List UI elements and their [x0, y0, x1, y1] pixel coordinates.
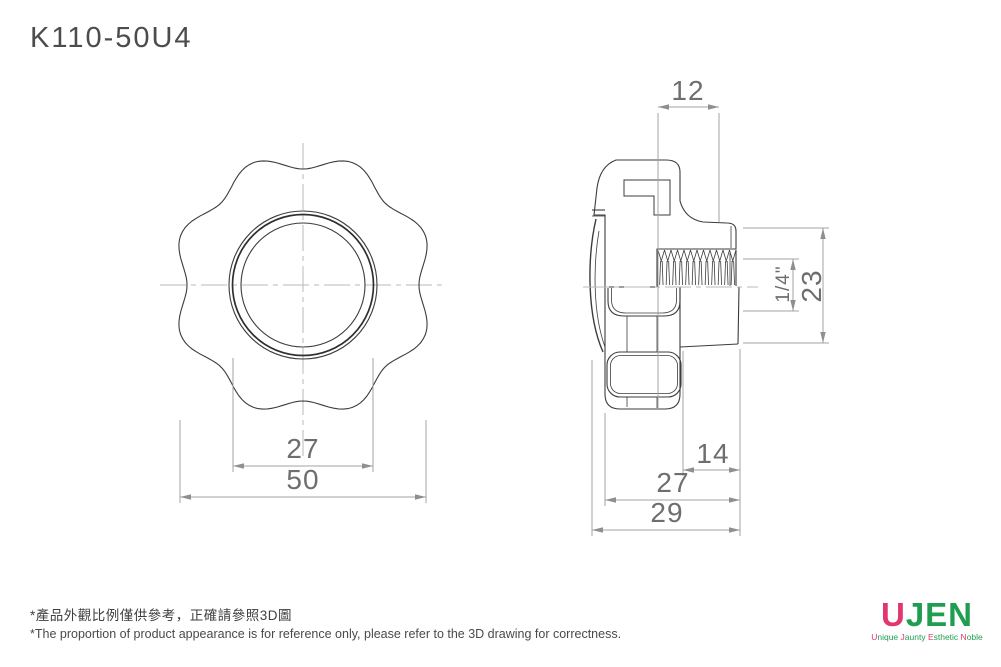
footer-notes: *產品外觀比例僅供參考，正確請參照3D圖 *The proportion of …	[30, 604, 621, 641]
section-hatched-body	[593, 159, 737, 288]
dim-hub-diameter: 27	[286, 433, 320, 464]
front-extension-lines	[179, 358, 427, 503]
part-number-title: K110-50U4	[30, 22, 193, 54]
logo-tagline: Unique Jaunty Esthetic Noble	[871, 632, 983, 642]
logo-wordmark: UJEN	[867, 598, 987, 631]
knob-outline	[178, 160, 428, 410]
logo-letter-u: U	[880, 596, 906, 633]
ujen-logo: UJEN Unique Jaunty Esthetic Noble	[867, 598, 987, 642]
grip-pocket-lower	[606, 351, 682, 398]
grip-pocket-upper-inner	[611, 288, 677, 314]
side-extension-lines	[591, 113, 829, 536]
front-view	[160, 143, 447, 503]
dim-boss-length: 14	[696, 438, 730, 469]
front-dimension-lines	[180, 465, 426, 498]
logo-letters-jen: JEN	[905, 596, 974, 633]
dim-boss-diameter: 23	[796, 269, 827, 303]
face-lines	[626, 316, 658, 408]
note-chinese: *產品外觀比例僅供參考，正確請參照3D圖	[30, 608, 293, 623]
dim-top-width: 12	[671, 75, 705, 106]
side-view	[583, 106, 829, 536]
lobe-silhouette-inner	[594, 230, 606, 348]
front-centerlines	[160, 143, 447, 456]
dim-outer-diameter: 50	[286, 464, 320, 495]
hub-outer-circle	[228, 210, 378, 360]
grip-pocket-upper	[607, 288, 681, 317]
note-english: *The proportion of product appearance is…	[30, 627, 622, 641]
grip-pocket-lower-inner	[610, 355, 678, 394]
thread-profile	[657, 249, 737, 286]
dimension-arrowheads	[180, 104, 826, 533]
hub-bore-circle	[240, 222, 366, 348]
knob-body-outline	[604, 287, 681, 410]
dim-body-length: 27	[656, 467, 690, 498]
dim-thread-size: 1/4"	[773, 265, 794, 303]
rim-groove	[623, 179, 671, 216]
threaded-boss	[679, 226, 740, 348]
lobe-silhouette	[589, 218, 604, 353]
dim-overall-length: 29	[650, 497, 684, 528]
hub-mid-circle	[231, 213, 375, 357]
